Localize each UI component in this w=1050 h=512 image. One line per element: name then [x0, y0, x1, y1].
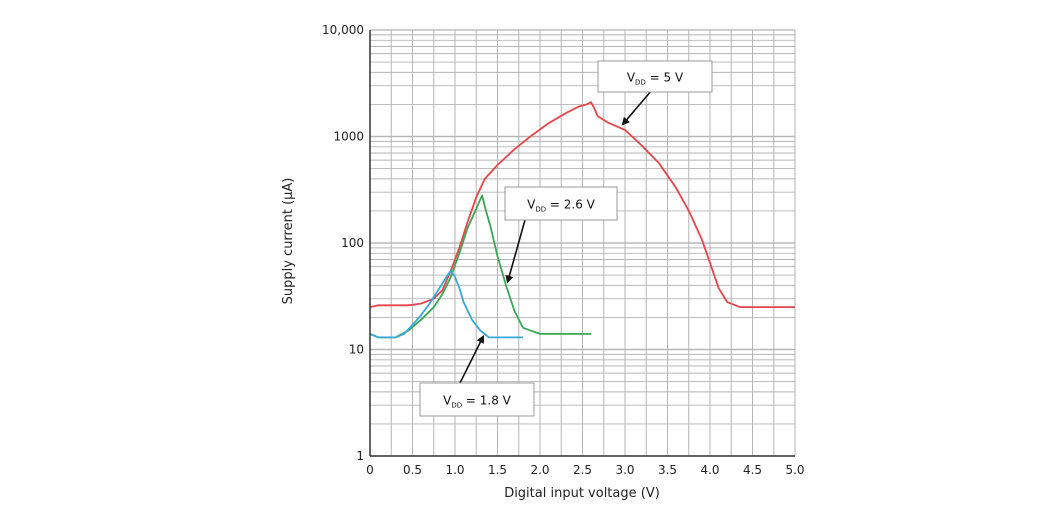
annotations: VDD = 5 V VDD = 2.6 V VDD = 1.8 V [419, 60, 713, 417]
x-tick-label: 3.0 [615, 463, 634, 477]
x-tick-label: 2.5 [573, 463, 592, 477]
annotation-label: VDD = 2.6 V [527, 198, 596, 214]
series-line-1 [369, 101, 795, 308]
x-tick-label: 2.0 [530, 463, 549, 477]
y-tick-label: 10,000 [322, 23, 364, 37]
y-tick-label: 100 [341, 236, 364, 250]
annotation-label: VDD = 5 V [627, 71, 684, 87]
x-tick-label: 5.0 [785, 463, 804, 477]
y-tick-label: 10 [349, 343, 364, 357]
x-tick-label: 4.5 [743, 463, 762, 477]
annotation-arrow [459, 334, 484, 384]
axes [369, 30, 795, 457]
x-tick-label: 1.0 [445, 463, 464, 477]
x-tick-label: 4.0 [700, 463, 719, 477]
y-axis-title: Supply current (µA) [281, 178, 296, 305]
annotation-label: VDD = 1.8 V [443, 394, 512, 410]
x-axis-title: Digital input voltage (V) [504, 486, 660, 501]
curves [369, 101, 795, 339]
tick-labels: 0 0.5 1.0 1.5 2.0 2.5 3.0 3.5 4.0 4.5 5.0 1 10 100 100… [322, 23, 805, 477]
y-tick-label: 1 [356, 449, 364, 463]
series-line-3 [369, 269, 523, 339]
y-tick-label: 1000 [333, 130, 364, 144]
annotation-box [504, 186, 618, 221]
annotation-box [597, 60, 713, 93]
annotation-box [419, 382, 535, 417]
x-tick-label: 3.5 [658, 463, 677, 477]
annotation-arrow [505, 219, 526, 284]
x-tick-label: 0 [366, 463, 374, 477]
x-tick-label: 1.5 [488, 463, 507, 477]
x-tick-label: 0.5 [403, 463, 422, 477]
grid [369, 29, 796, 457]
annotation-arrow [621, 89, 653, 126]
